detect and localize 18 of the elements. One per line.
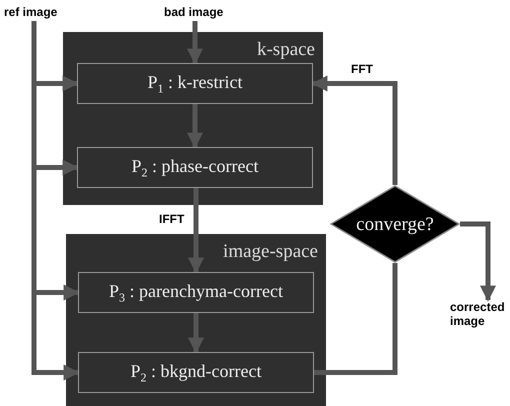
input-label: ref image	[4, 5, 70, 21]
arrow	[311, 76, 398, 185]
arrow	[188, 188, 204, 274]
arrow	[187, 21, 203, 65]
process-box: P$_{2}$ : bkgnd-correct	[78, 352, 314, 393]
domain-panel	[66, 234, 326, 406]
process-box: P$_{2}$ : phase-correct	[77, 147, 313, 188]
input-label: corrected image	[450, 300, 510, 332]
arrow	[188, 313, 204, 354]
domain-panel	[63, 32, 323, 205]
process-box: P$_{1}$ : k-restrict	[77, 63, 313, 104]
process-box: P$_{3}$ : parenchyma-correct	[78, 272, 314, 313]
input-label: bad image	[164, 5, 228, 21]
arrow	[460, 222, 496, 302]
panel-title: k-space	[256, 40, 315, 59]
panel-title: image-space	[223, 242, 318, 261]
decision-diamond: converge?	[330, 185, 460, 263]
arrow	[187, 104, 203, 149]
